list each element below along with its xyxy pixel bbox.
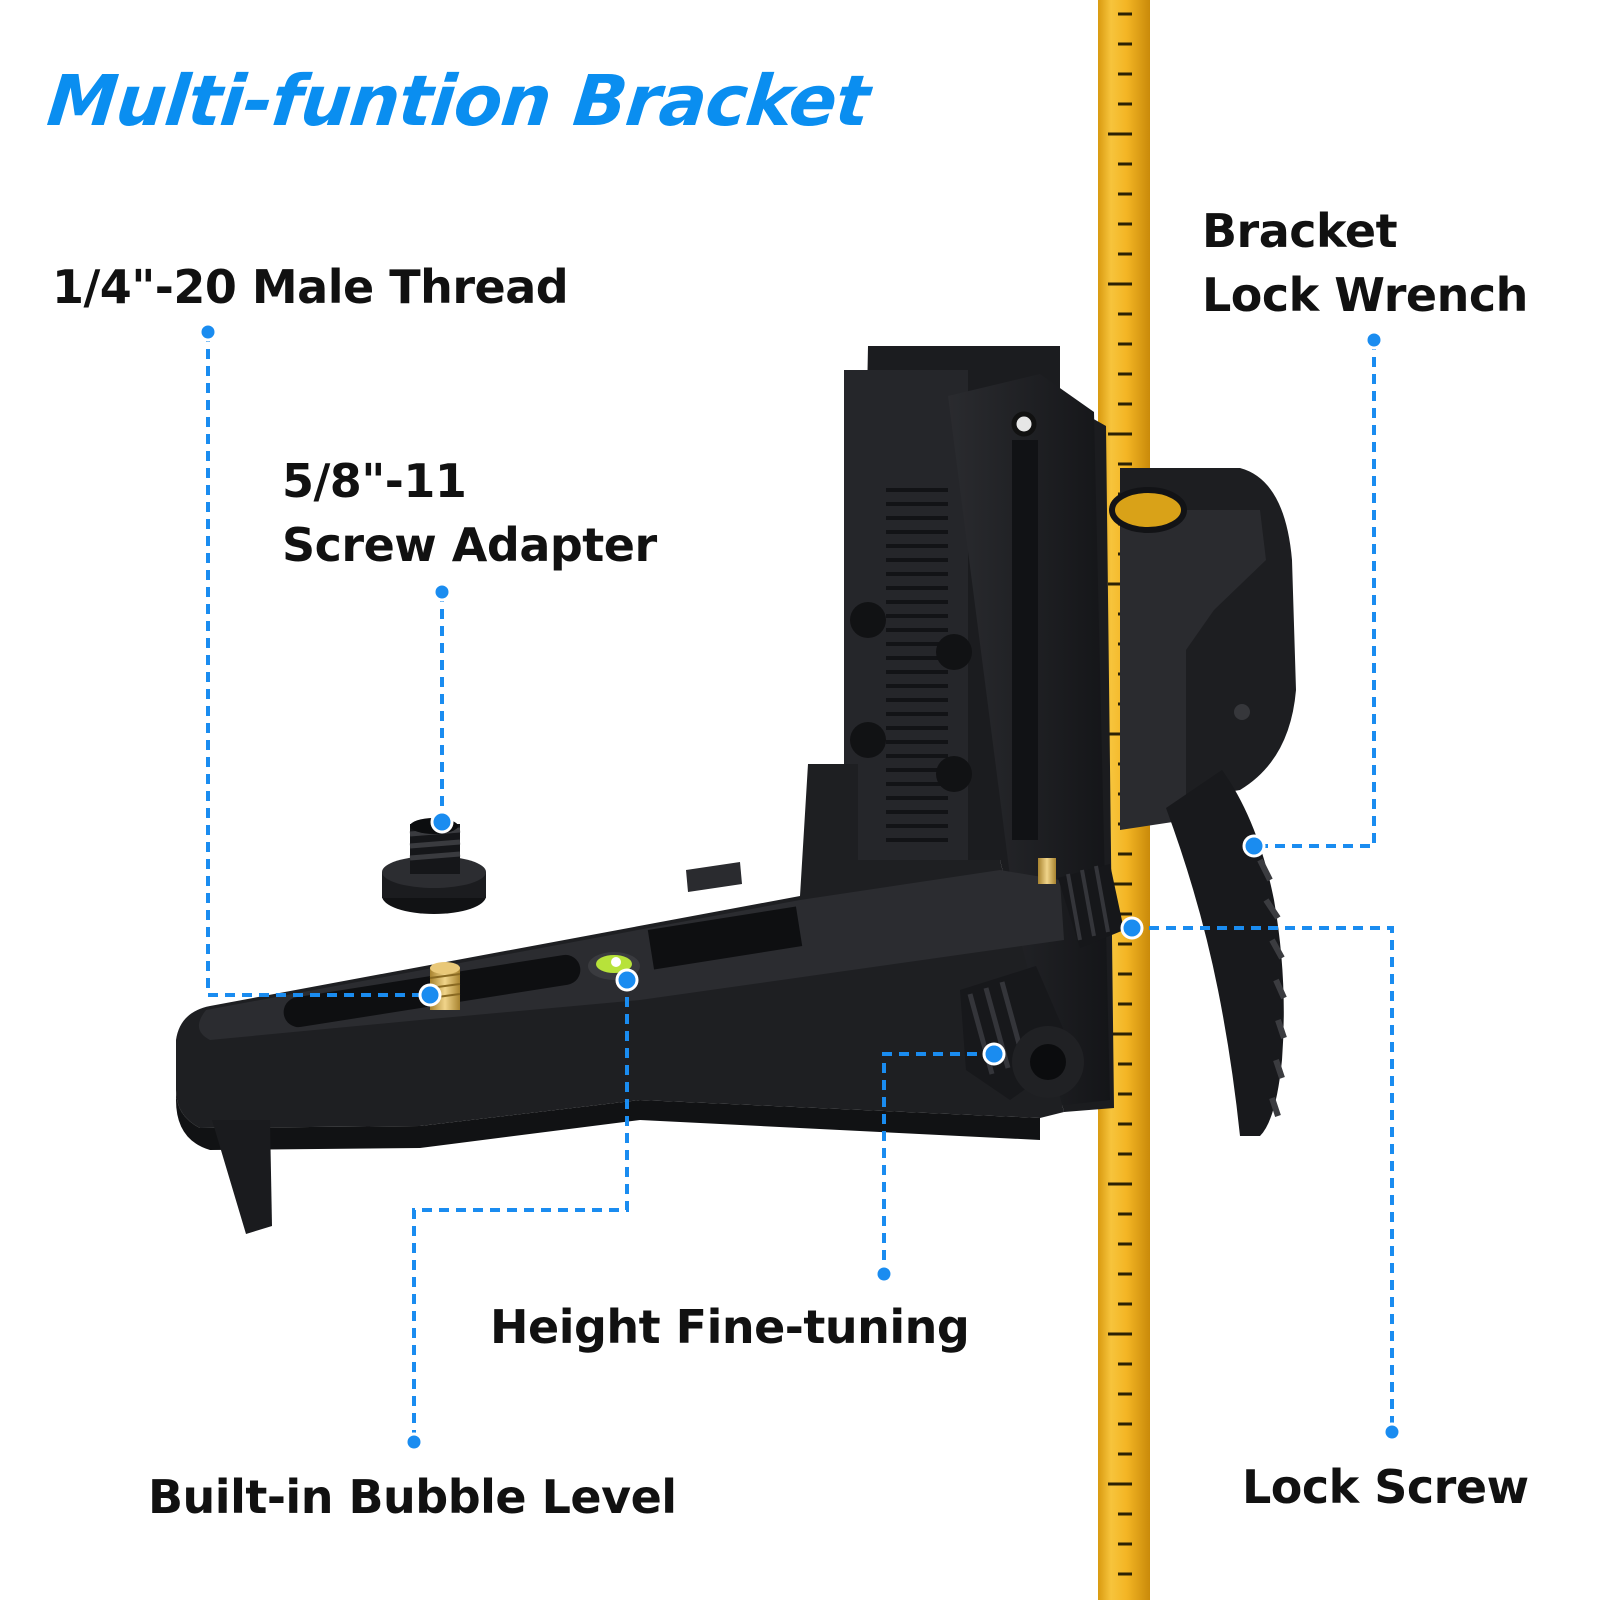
callout-dot-icon: [1382, 1422, 1402, 1442]
callout-dot-icon: [1242, 834, 1266, 858]
callout-dot-icon: [198, 322, 218, 342]
callout-leader-line: [1132, 926, 1394, 1432]
page-title: Multi-funtion Bracket: [43, 60, 873, 142]
callout-leader-line: [882, 1052, 994, 1274]
label-bubble-level: Built-in Bubble Level: [148, 1470, 677, 1524]
label-screw-adapter-line1: 5/8"-11: [282, 454, 467, 508]
horizontal-bracket-arm: [176, 764, 1064, 1234]
height-fine-tuning-knob: [960, 966, 1084, 1100]
callout-dot-icon: [418, 983, 442, 1007]
grip-ribs: [886, 488, 948, 842]
lock-wrench-lever: [1166, 770, 1287, 1136]
callout-dot-icon: [615, 968, 639, 992]
callout-dots: [198, 322, 1402, 1452]
label-lock-wrench-line1: Bracket: [1202, 204, 1398, 258]
callout-dot-icon: [1120, 916, 1144, 940]
callout-dot-icon: [432, 582, 452, 602]
callout-dot-icon: [1364, 330, 1384, 350]
callout-leader-line: [1254, 340, 1376, 848]
label-screw-adapter-line2: Screw Adapter: [282, 518, 657, 572]
lock-wrench-housing: [1109, 468, 1296, 830]
callout-dot-icon: [982, 1042, 1006, 1066]
callout-dot-icon: [430, 810, 454, 834]
callout-dot-icon: [404, 1432, 424, 1452]
label-male-thread: 1/4"-20 Male Thread: [52, 260, 569, 314]
label-lock-screw: Lock Screw: [1242, 1460, 1529, 1514]
callout-dot-icon: [874, 1264, 894, 1284]
callout-leader-line: [206, 332, 430, 997]
lock-screw-knob: [1038, 858, 1124, 948]
label-lock-wrench-line2: Lock Wrench: [1202, 268, 1528, 322]
screw-adapter-part: [382, 818, 486, 914]
label-height-fine-tuning: Height Fine-tuning: [490, 1300, 970, 1354]
callout-leader-lines: [206, 332, 1394, 1442]
